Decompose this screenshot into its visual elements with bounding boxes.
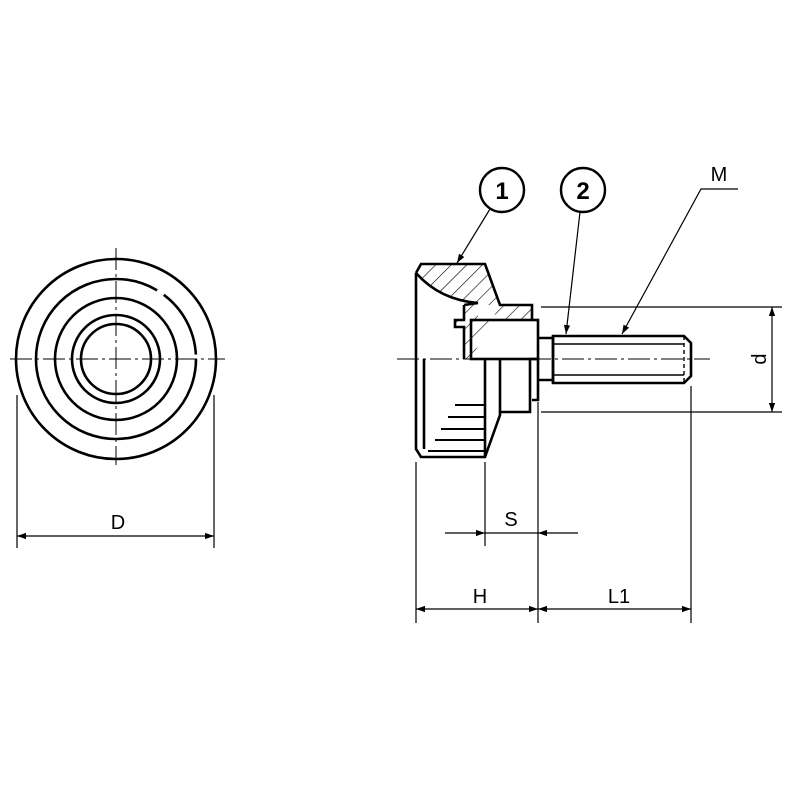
thread-callout-M	[621, 188, 738, 335]
thread-label-M: M	[711, 164, 728, 186]
dimension-D-label: D	[111, 512, 125, 534]
front-view	[10, 248, 225, 465]
callout-1: 1	[456, 166, 526, 264]
side-view	[397, 262, 710, 459]
callout-1-label: 1	[495, 178, 508, 205]
dimension-d-label: d	[749, 353, 771, 364]
callout-2: 2	[559, 166, 607, 335]
dimension-S-label: S	[504, 509, 517, 531]
callout-2-label: 2	[576, 178, 589, 205]
dimension-D	[16, 395, 215, 548]
dimension-H-label: H	[473, 586, 487, 608]
dimension-lines	[415, 306, 782, 623]
dimension-L1-label: L1	[608, 586, 630, 608]
